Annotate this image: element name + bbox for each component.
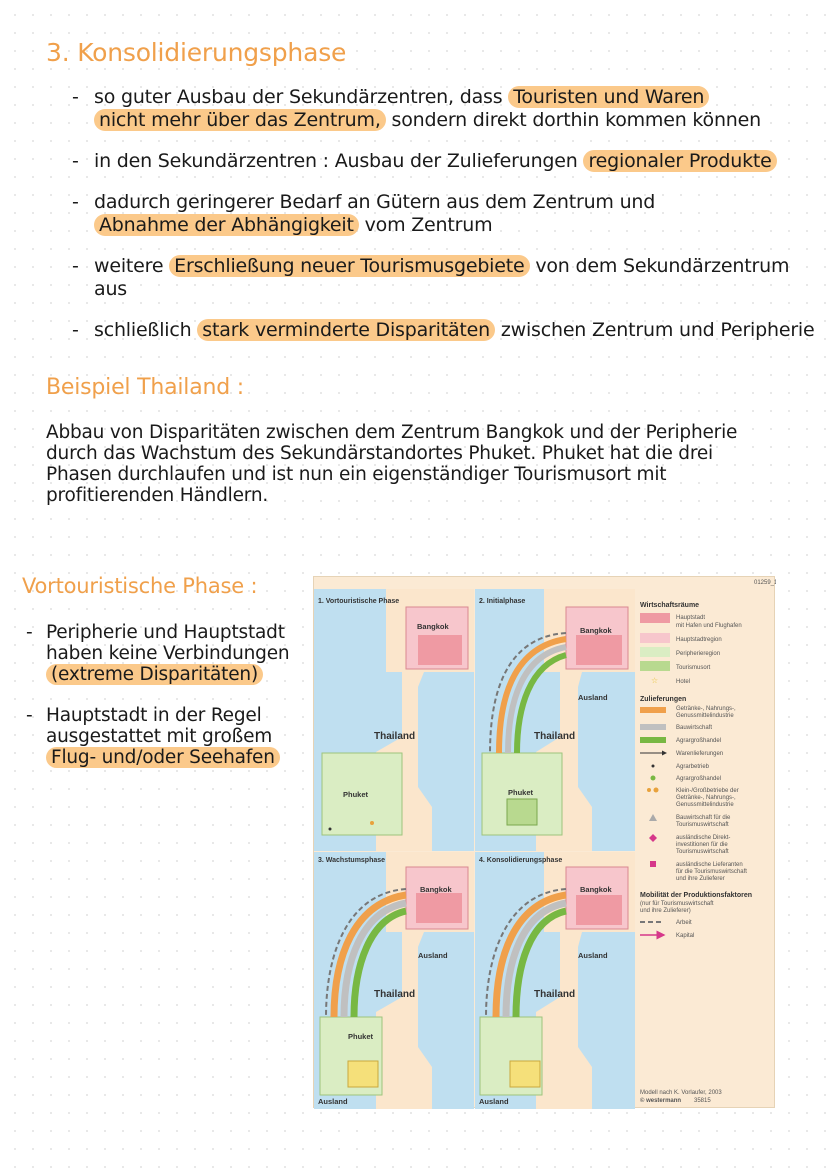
region-label: Phuket	[343, 790, 369, 799]
bullet-text: sondern direkt dorthin kommen können	[385, 109, 762, 131]
legend-item: Tourismuswirtschaft	[676, 822, 729, 828]
bullet-highlight: Abnahme der Abhängigkeit	[94, 214, 359, 236]
legend-item: und ihre Zulieferer	[676, 876, 725, 882]
legend-item: Bauwirtschaft für die	[676, 815, 731, 821]
country-label: Thailand	[534, 731, 575, 742]
section-heading-vortouristisch: Vortouristische Phase :	[22, 574, 258, 598]
bullet-highlight: Flug- und/oder Seehafen	[46, 747, 280, 768]
abroad-label: Ausland	[479, 1097, 509, 1106]
section-heading-konsolidierung: 3. Konsolidierungsphase	[46, 38, 347, 67]
bullet-highlight: Erschließung neuer Tourismusgebiete	[169, 255, 530, 277]
bullet-item: - Peripherie und Hauptstadt haben keine …	[26, 622, 290, 685]
figure-code: 01259_1	[754, 580, 776, 586]
panel-3: 3. Wachstumsphase Bangkok Ausland Thaila…	[314, 852, 474, 1109]
legend-item: Arbeit	[676, 920, 692, 926]
legend-item: Tourismusort	[676, 665, 711, 671]
legend-item: mit Hafen und Flughafen	[676, 623, 742, 629]
bullet-text: dadurch geringerer Bedarf an Gütern aus …	[94, 191, 656, 213]
thailand-paragraph: Abbau von Disparitäten zwischen dem Zent…	[46, 422, 738, 506]
region-label: Phuket	[348, 1032, 374, 1041]
bullet-text: so guter Ausbau der Sekundärzentren, das…	[94, 86, 509, 108]
legend-item: Agrarbetrieb	[676, 764, 710, 770]
country-label: Thailand	[374, 989, 415, 1000]
periphery-region	[321, 752, 403, 836]
figure-pubcode: 35815	[694, 1098, 711, 1104]
capital	[418, 635, 462, 665]
bullet-item: - Hauptstadt in der Regel ausgestattet m…	[26, 705, 296, 768]
panel-title: 1. Vortouristische Phase	[318, 598, 399, 605]
abroad-label: Ausland	[578, 693, 608, 702]
bullet-item: - so guter Ausbau der Sekundärzentren, d…	[72, 86, 762, 131]
bullet-text: von dem Sekundärzentrum aus	[94, 255, 790, 300]
bullet-item: - schließlich stark verminderte Disparit…	[72, 319, 815, 341]
panel-title: 3. Wachstumsphase	[318, 857, 385, 864]
panel-4: 4. Konsolidierungsphase Bangkok Ausland …	[475, 852, 635, 1109]
bullet-highlight: stark verminderte Disparitäten	[197, 319, 495, 341]
legend-item: Hotel	[676, 679, 690, 685]
bullet-highlight: regionaler Produkte	[583, 150, 777, 172]
panel-2: 2. Initialphase Bangkok Ausland Thailand…	[475, 589, 635, 851]
abroad-label: Ausland	[578, 951, 608, 960]
legend-item: ausländische Lieferanten	[676, 862, 743, 868]
bullet-text: Hauptstadt in der Regel ausgestattet mit…	[46, 705, 273, 747]
capital-label: Bangkok	[580, 885, 613, 894]
legend-heading: Wirtschaftsräume	[640, 602, 699, 609]
bullet-item: - weitere Erschließung neuer Tourismusge…	[72, 255, 790, 300]
legend-item: Agrargroßhandel	[676, 776, 721, 782]
bullet-highlight: nicht mehr über das Zentrum,	[94, 109, 386, 131]
legend-item: Warenlieferungen	[676, 751, 723, 757]
legend-item: Hauptstadt	[676, 615, 705, 621]
legend-item: (nur für Tourismuswirtschaft	[640, 901, 714, 907]
legend-item: Hauptstadtregion	[676, 637, 722, 643]
bullet-text: in den Sekundärzentren : Ausbau der Zuli…	[94, 150, 584, 172]
legend-item: Genussmittelindustrie	[676, 802, 734, 808]
legend-item: Kapital	[676, 933, 694, 939]
legend-item: Klein-/Großbetriebe der	[676, 788, 739, 794]
vortouristisch-bullets: - Peripherie und Hauptstadt haben keine …	[26, 622, 296, 788]
panel-title: 4. Konsolidierungsphase	[479, 857, 562, 864]
bullet-text: schließlich	[94, 319, 198, 341]
legend-item: Genussmittelindustrie	[676, 713, 734, 719]
phase-model-svg: 01259_1 1. Vortouristische Phase Bangkok…	[314, 580, 776, 1109]
legend-item: Bauwirtschaft	[676, 725, 712, 731]
legend-item: Getränke-, Nahrungs-,	[676, 706, 736, 712]
svg-text:☆: ☆	[651, 676, 658, 685]
phase-model-figure: 01259_1 1. Vortouristische Phase Bangkok…	[313, 576, 776, 1109]
figure-source: Modell nach K. Vorlaufer, 2003	[640, 1090, 722, 1096]
figure-legend: Wirtschaftsräume Hauptstadt mit Hafen un…	[640, 602, 752, 1104]
panel-1: 1. Vortouristische Phase Bangkok Thailan…	[314, 589, 474, 851]
legend-heading: Zulieferungen	[640, 696, 686, 703]
bullet-text: vom Zentrum	[358, 214, 493, 236]
konsolidierung-bullets: - so guter Ausbau der Sekundärzentren, d…	[72, 86, 822, 360]
capital-label: Bangkok	[420, 885, 453, 894]
capital-label: Bangkok	[417, 622, 450, 631]
legend-item: ausländische Direkt-	[676, 835, 730, 841]
region-label: Phuket	[508, 788, 534, 797]
capital-label: Bangkok	[580, 626, 613, 635]
bullet-highlight: Touristen und Waren	[508, 86, 710, 108]
legend-heading: Mobilität der Produktionsfaktoren	[640, 892, 752, 899]
bullet-text: weitere	[94, 255, 170, 277]
bullet-text: zwischen Zentrum und Peripherie	[495, 319, 815, 341]
country-label: Thailand	[534, 989, 575, 1000]
figure-publisher: © westermann	[640, 1097, 681, 1104]
bullet-item: - dadurch geringerer Bedarf an Gütern au…	[72, 191, 656, 236]
abroad-label: Ausland	[318, 1097, 348, 1106]
legend-item: Tourismuswirtschaft	[676, 849, 729, 855]
bullet-text: Peripherie und Hauptstadt haben keine Ve…	[46, 622, 290, 664]
section-heading-thailand: Beispiel Thailand :	[46, 375, 245, 400]
legend-item: investitionen für die	[676, 842, 728, 848]
legend-item: Peripherieregion	[676, 651, 720, 657]
bullet-highlight: (extreme Disparitäten)	[46, 664, 263, 685]
legend-item: Agrargroßhandel	[676, 738, 721, 744]
bullet-item: - in den Sekundärzentren : Ausbau der Zu…	[72, 150, 822, 173]
country-label: Thailand	[374, 731, 415, 742]
legend-item: und ihre Zulieferer)	[640, 908, 691, 914]
legend-item: Getränke-, Nahrungs-,	[676, 795, 736, 801]
abroad-label: Ausland	[418, 951, 448, 960]
legend-item: für die Tourismuswirtschaft	[676, 869, 747, 875]
panel-title: 2. Initialphase	[479, 598, 525, 605]
